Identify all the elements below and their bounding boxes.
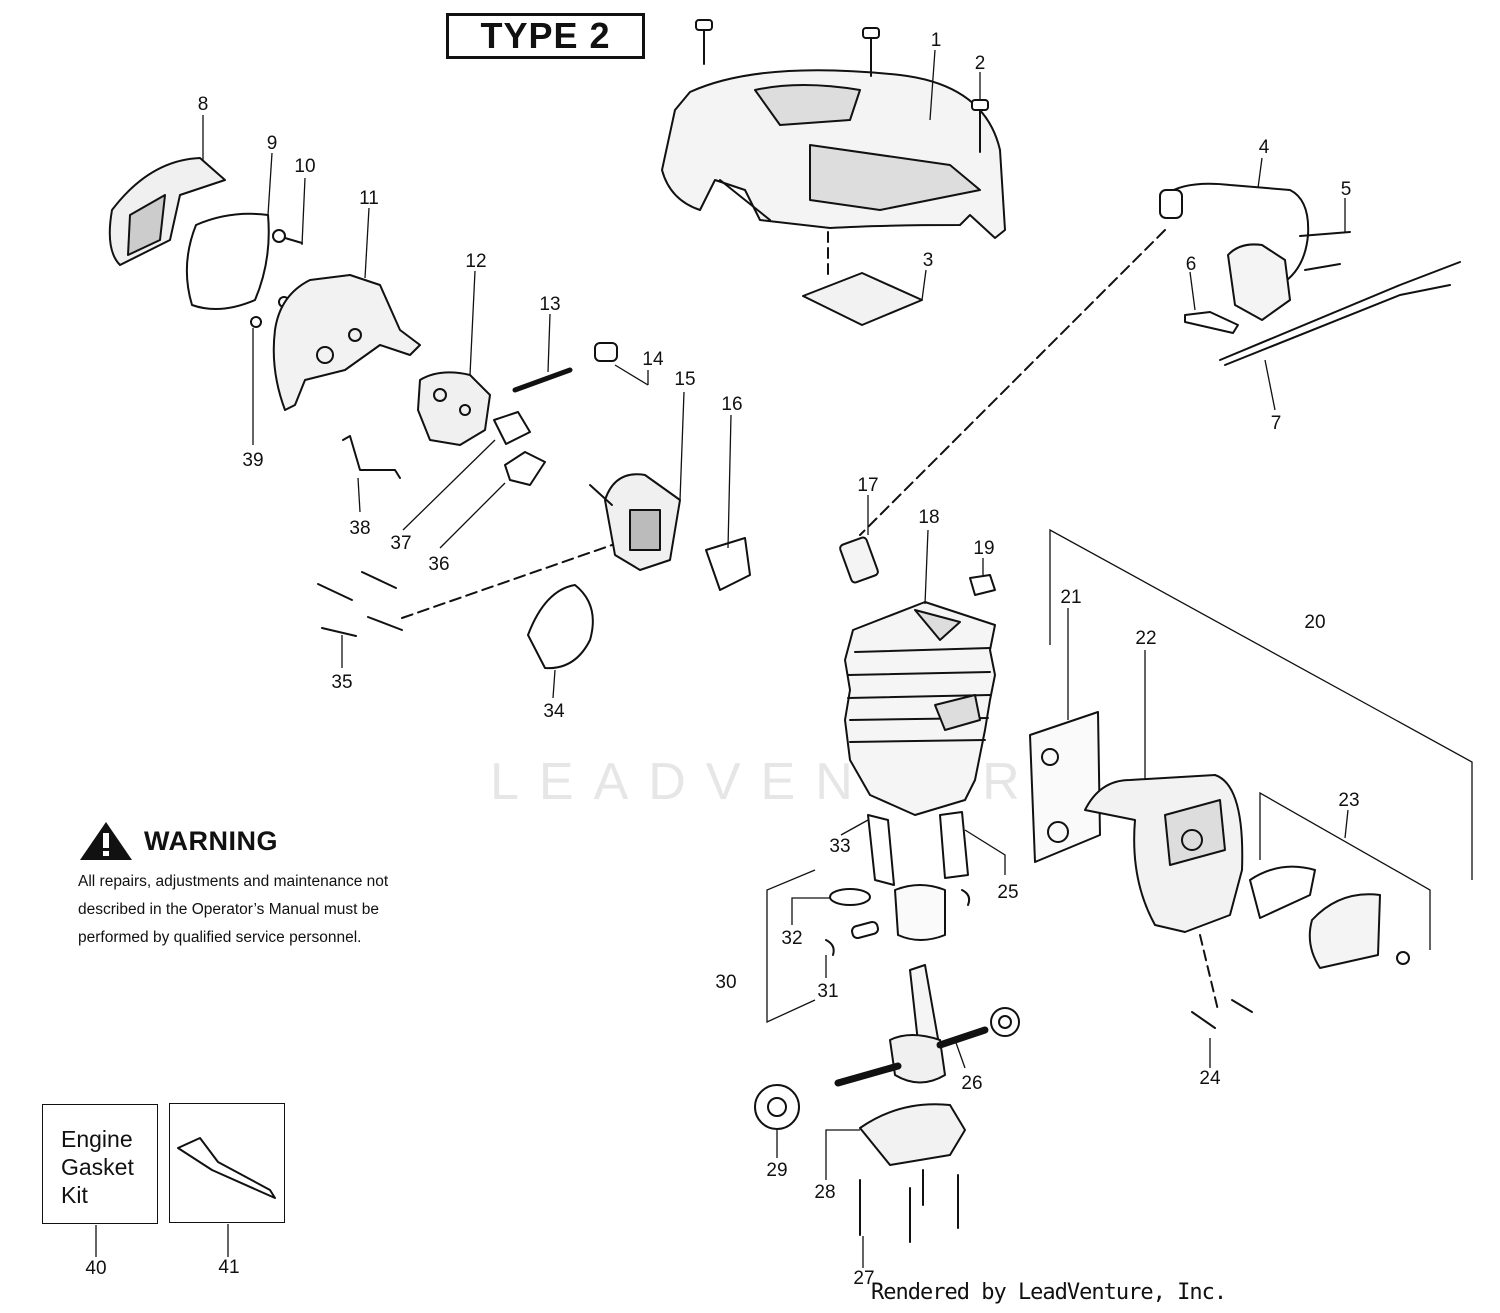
- warning-line: performed by qualified service personnel…: [78, 929, 362, 946]
- callout-3: 3: [923, 250, 934, 271]
- callout-36: 36: [428, 554, 449, 575]
- callout-41: 41: [218, 1257, 239, 1278]
- callout-37: 37: [390, 533, 411, 554]
- warning-triangle-icon: [80, 822, 132, 860]
- part-carburetor-housing: [272, 274, 421, 411]
- part-ignition-module: [859, 182, 1461, 536]
- part-3: [802, 231, 923, 326]
- warning-title: WARNING: [144, 825, 278, 856]
- callout-19: 19: [973, 538, 994, 559]
- callout-7: 7: [1271, 413, 1282, 434]
- callout-21: 21: [1060, 587, 1081, 608]
- callout-29: 29: [766, 1160, 787, 1181]
- part-piston-assembly: [825, 884, 971, 956]
- callout-33: 33: [829, 836, 850, 857]
- callout-12: 12: [465, 251, 486, 272]
- callout-4: 4: [1259, 137, 1270, 158]
- callout-22: 22: [1135, 628, 1156, 649]
- part-cylinder: [844, 601, 996, 816]
- callout-13: 13: [539, 294, 560, 315]
- part-intake-plate: [589, 473, 681, 571]
- part-14: [594, 342, 618, 362]
- callout-26: 26: [961, 1073, 982, 1094]
- part-34: [527, 584, 594, 670]
- callout-27: 27: [853, 1268, 874, 1289]
- warning-line: described in the Operator’s Manual must …: [78, 901, 379, 918]
- tool-kit-box: [169, 1103, 285, 1223]
- callout-17: 17: [857, 475, 878, 496]
- callout-20: 20: [1304, 612, 1325, 633]
- callout-5: 5: [1341, 179, 1352, 200]
- callout-8: 8: [198, 94, 209, 115]
- callout-1: 1: [931, 30, 942, 51]
- warning-notice: WARNING All repairs, adjustments and mai…: [78, 820, 438, 952]
- part-36: [504, 451, 546, 486]
- callout-15: 15: [674, 369, 695, 390]
- callout-31: 31: [817, 981, 838, 1002]
- callout-39: 39: [242, 450, 263, 471]
- callout-32: 32: [781, 928, 802, 949]
- callout-25: 25: [997, 882, 1018, 903]
- part-air-filter: [185, 212, 270, 310]
- part-muffler: [1029, 711, 1410, 1029]
- type-label: TYPE 2: [446, 13, 645, 59]
- part-air-filter-cover: [108, 157, 226, 266]
- callout-40: 40: [85, 1258, 106, 1279]
- footer-credit: Rendered by LeadVenture, Inc.: [871, 1280, 1227, 1305]
- part-19: [969, 574, 996, 596]
- callout-30: 30: [715, 972, 736, 993]
- scrench-tool-icon: [177, 1137, 276, 1199]
- engine-gasket-kit-box: Engine Gasket Kit: [42, 1104, 158, 1224]
- part-33: [867, 814, 895, 886]
- part-crankshaft: [834, 964, 1020, 1087]
- kit-label-line: Engine: [61, 1126, 133, 1152]
- part-29: [754, 1084, 800, 1130]
- callout-14: 14: [642, 349, 664, 370]
- part-25: [939, 811, 969, 879]
- part-38: [342, 435, 401, 479]
- callout-38: 38: [349, 518, 370, 539]
- callout-labels: 1 2 3 4 5 6 7 8 9 10 11 12 13 14 15 16 1…: [85, 30, 1359, 1289]
- part-16: [705, 537, 751, 591]
- kit-label-line: Gasket: [61, 1154, 134, 1180]
- part-top-cover: [661, 69, 1006, 239]
- part-intake-bolts: [317, 544, 613, 637]
- callout-2: 2: [975, 53, 986, 74]
- callout-10: 10: [294, 156, 315, 177]
- part-crankcase-bolts: [859, 1169, 959, 1243]
- kit-label-line: Kit: [61, 1182, 88, 1208]
- part-37: [493, 411, 531, 445]
- part-13: [512, 367, 573, 393]
- callout-6: 6: [1186, 254, 1197, 275]
- callout-23: 23: [1338, 790, 1359, 811]
- callout-34: 34: [543, 701, 565, 722]
- callout-11: 11: [359, 188, 379, 209]
- callout-35: 35: [331, 672, 352, 693]
- callout-24: 24: [1199, 1068, 1221, 1089]
- warning-line: All repairs, adjustments and maintenance…: [78, 873, 389, 890]
- part-spark-plug: [839, 536, 879, 584]
- callout-16: 16: [721, 394, 742, 415]
- callout-28: 28: [814, 1182, 835, 1203]
- callout-18: 18: [918, 507, 939, 528]
- part-crankcase: [859, 1103, 966, 1166]
- part-carburetor: [417, 371, 491, 446]
- callout-9: 9: [267, 133, 278, 154]
